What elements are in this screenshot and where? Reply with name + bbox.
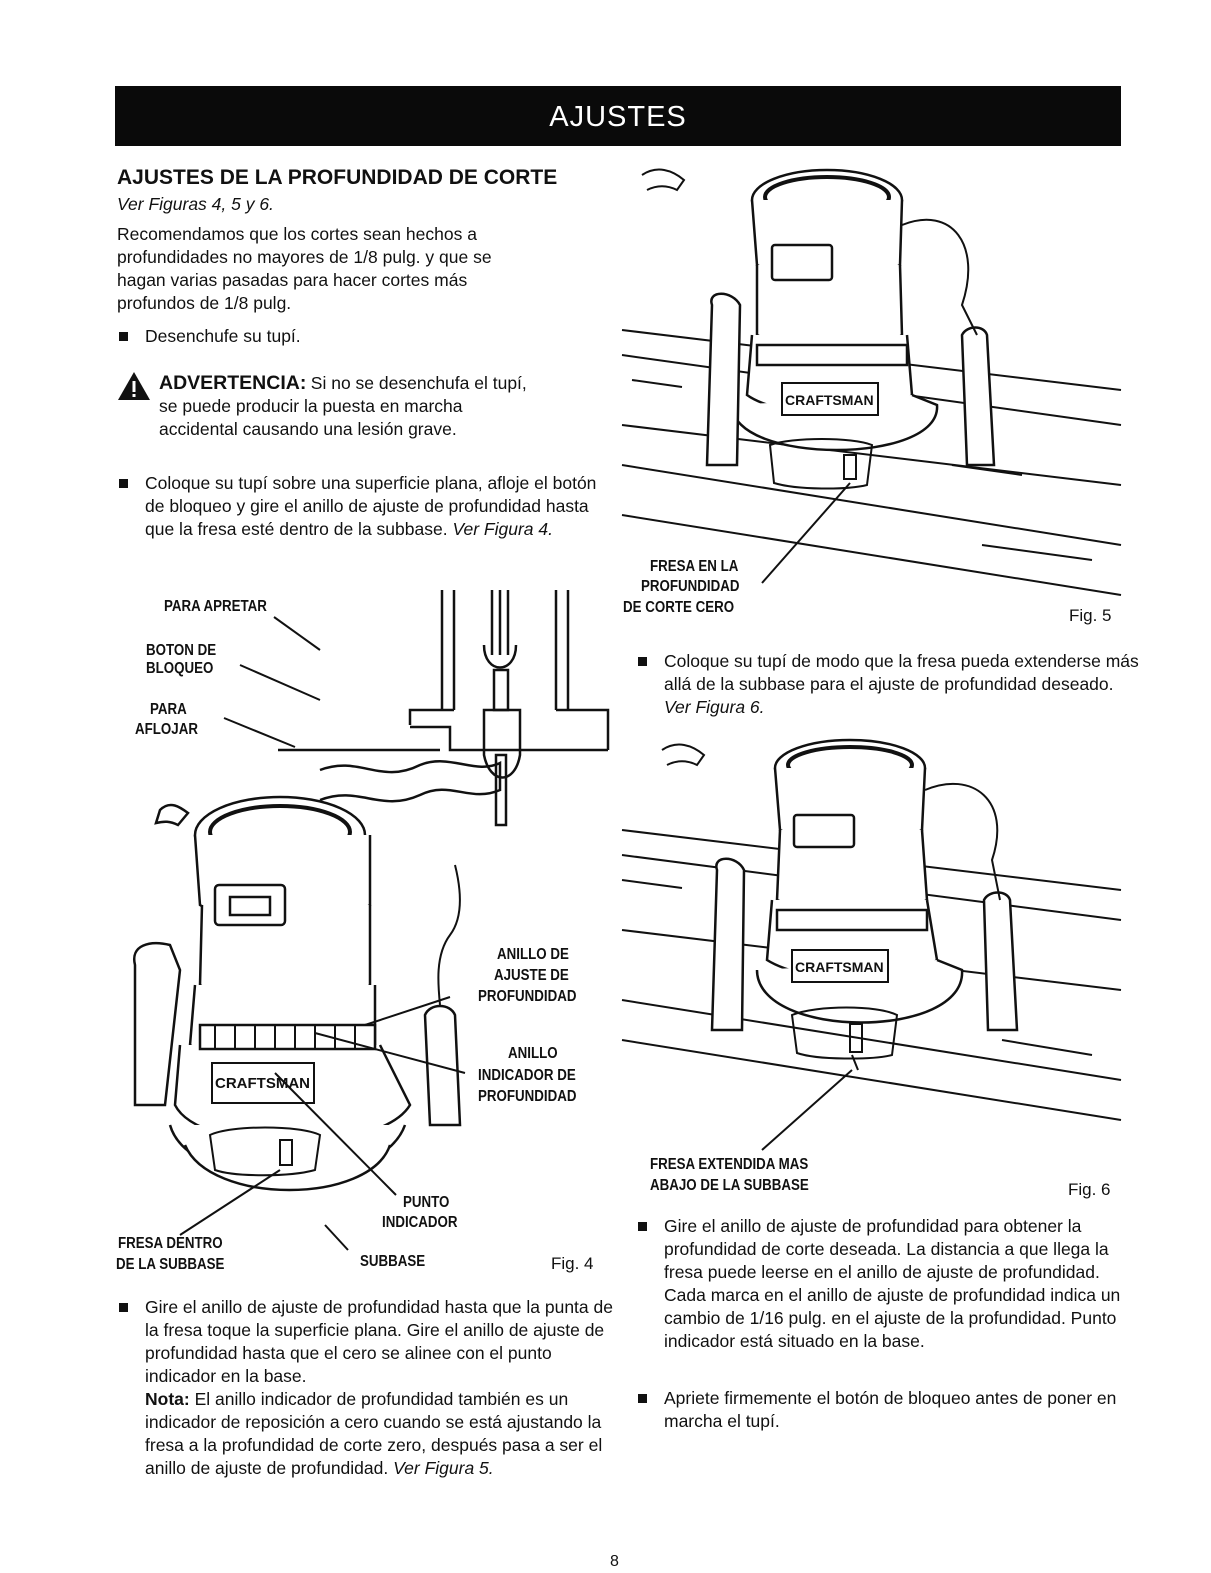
section-banner: AJUSTES xyxy=(115,86,1121,146)
label-subbase: SUBBASE xyxy=(360,1253,426,1270)
label-anillo-ajuste-2: AJUSTE DE xyxy=(494,967,569,984)
fig5-number: Fig. 5 xyxy=(1069,606,1112,625)
figure-4-illustration: CRAFTSMAN xyxy=(120,585,610,1245)
bullet-turn-text: Gire el anillo de ajuste de profundidad … xyxy=(145,1297,613,1386)
bullet-turn-ring: Gire el anillo de ajuste de profundidad … xyxy=(117,1296,625,1480)
label-anillo-ajuste-3: PROFUNDIDAD xyxy=(478,988,577,1005)
bullet-extend-bit: Coloque su tupí de modo que la fresa pue… xyxy=(636,650,1144,719)
page-number: 8 xyxy=(610,1553,619,1570)
figure-reference: Ver Figuras 4, 5 y 6. xyxy=(117,194,274,214)
label-anillo-ind-1: ANILLO xyxy=(508,1045,558,1062)
note-text: El anillo indicador de profundidad tambi… xyxy=(145,1389,603,1478)
bullet-extend-ref: Ver Figura 6. xyxy=(664,697,765,717)
label-aflojar: AFLOJAR xyxy=(135,721,198,738)
label-anillo-ind-2: INDICADOR DE xyxy=(478,1067,576,1084)
label-fresa-dentro-2: DE LA SUBBASE xyxy=(116,1256,225,1273)
fig5-label-2: PROFUNDIDAD xyxy=(641,578,740,595)
label-boton-de: BOTON DE xyxy=(146,642,217,659)
label-punto-2: INDICADOR xyxy=(382,1214,458,1231)
fig6-number: Fig. 6 xyxy=(1068,1180,1111,1199)
fig6-brand: CRAFTSMAN xyxy=(795,959,884,975)
bullet-place-ref: Ver Figura 4. xyxy=(452,519,553,539)
label-fresa-dentro-1: FRESA DENTRO xyxy=(118,1235,223,1252)
fig6-label-2: ABAJO DE LA SUBBASE xyxy=(650,1177,809,1194)
fig5-label-1: FRESA EN LA xyxy=(650,558,739,575)
fig4-number: Fig. 4 xyxy=(551,1254,594,1273)
note-label: Nota: xyxy=(145,1389,190,1409)
label-punto-1: PUNTO xyxy=(403,1194,450,1211)
bullet-turn-desired: Gire el anillo de ajuste de profundidad … xyxy=(636,1215,1134,1353)
warning-block: ADVERTENCIA: Si no se desenchufa el tupí… xyxy=(159,372,589,441)
fig4-brand: CRAFTSMAN xyxy=(215,1075,310,1092)
bullet-extend-text: Coloque su tupí de modo que la fresa pue… xyxy=(664,651,1139,694)
bullet-place-router: Coloque su tupí sobre una superficie pla… xyxy=(117,472,615,541)
figure-5-illustration: CRAFTSMAN xyxy=(622,165,1121,605)
warning-label: ADVERTENCIA: xyxy=(159,372,307,394)
fig5-brand: CRAFTSMAN xyxy=(785,392,874,408)
note-ref: Ver Figura 5. xyxy=(393,1458,494,1478)
warning-triangle-icon xyxy=(118,372,150,400)
figure-6-illustration: CRAFTSMAN xyxy=(622,740,1121,1160)
fig5-label-3: DE CORTE CERO xyxy=(623,599,735,616)
section-heading: AJUSTES DE LA PROFUNDIDAD DE CORTE xyxy=(117,166,558,189)
intro-paragraph: Recomendamos que los cortes sean hechos … xyxy=(117,224,492,313)
fig6-label-1: FRESA EXTENDIDA MAS xyxy=(650,1156,809,1173)
warning-text: se puede producir la puesta en marcha ac… xyxy=(159,396,463,439)
label-para-apretar: PARA APRETAR xyxy=(164,598,267,615)
bullet-place-text: Coloque su tupí sobre una superficie pla… xyxy=(145,473,597,539)
bullet-unplug: Desenchufe su tupí. xyxy=(117,325,595,348)
label-bloqueo: BLOQUEO xyxy=(146,660,214,677)
bullet-tighten: Apriete firmemente el botón de bloqueo a… xyxy=(636,1387,1134,1433)
label-anillo-ajuste-1: ANILLO DE xyxy=(497,946,569,963)
label-para: PARA xyxy=(150,701,187,718)
label-anillo-ind-3: PROFUNDIDAD xyxy=(478,1088,577,1105)
warning-text-line1: Si no se desenchufa el tupí, xyxy=(310,373,527,393)
